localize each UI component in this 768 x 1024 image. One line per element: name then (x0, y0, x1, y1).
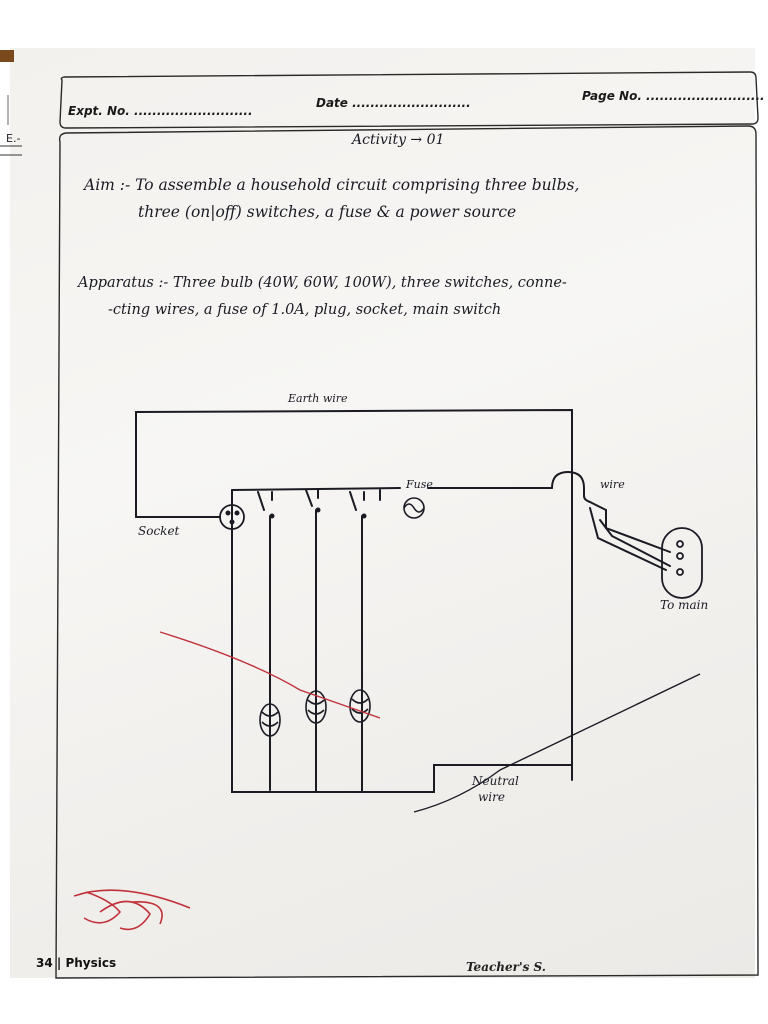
bulb-icon (305, 690, 327, 724)
page-no-label: Page No. .......................... (582, 89, 765, 103)
socket-label: Socket (138, 524, 180, 538)
date-label: Date .......................... (316, 96, 471, 110)
fuse-icon (403, 497, 425, 519)
earth-wire (135, 408, 573, 781)
to-main-label: To main (660, 598, 709, 612)
expt-no-label: Expt. No. .......................... (68, 104, 253, 118)
apparatus-line-2: -cting wires, a fuse of 1.0A, plug, sock… (108, 302, 502, 318)
switch-icon (269, 513, 275, 519)
wire-label: wire (600, 478, 625, 491)
teacher-signature (73, 889, 191, 931)
page-number: 34 | Physics (36, 956, 117, 970)
red-ink-stroke (159, 631, 381, 719)
earth-wire-label: Earth wire (288, 392, 348, 405)
aim-line-1: Aim :- To assemble a household circuit c… (84, 176, 580, 194)
live-wire (231, 487, 401, 491)
binding-tab (0, 50, 14, 62)
edge-mark: E.- (6, 132, 21, 145)
apparatus-line-1: Apparatus :- Three bulb (40W, 60W, 100W)… (78, 275, 567, 291)
notebook-page (10, 48, 755, 978)
aim-line-2: three (on|off) switches, a fuse & a powe… (138, 203, 517, 221)
activity-title: Activity → 01 (352, 132, 445, 148)
main-frame-wire (231, 489, 573, 793)
plug-icon (661, 527, 703, 599)
fuse-label: Fuse (406, 478, 433, 491)
bulb-icon (349, 689, 371, 723)
neutral-wire-label-1: Neutral (472, 774, 519, 788)
neutral-wire-label-2: wire (478, 790, 505, 804)
bulb-icon (259, 703, 281, 737)
socket-icon (219, 504, 245, 530)
teacher-sign-label: Teacher's S. (466, 960, 546, 974)
